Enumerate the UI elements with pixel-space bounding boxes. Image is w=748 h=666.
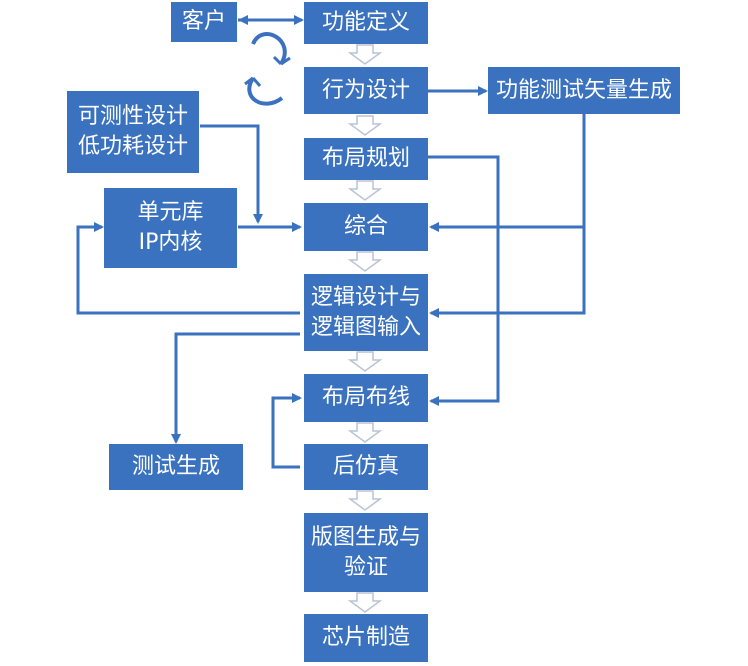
cycle-icon (244, 32, 291, 106)
node-function-definition: 功能定义 (304, 2, 428, 44)
node-logic-design-line1: 逻辑设计与 (310, 284, 421, 310)
node-chip-manufacturing-label: 芯片制造 (321, 625, 410, 650)
flow-arrow (347, 490, 383, 511)
flow-arrow (347, 592, 383, 613)
node-logic-design: 逻辑设计与 逻辑图输入 (304, 274, 428, 351)
arrow-testvec-to-synthesis (429, 112, 586, 232)
node-cell-library-line2: IP内核 (138, 230, 203, 255)
node-func-test-vector: 功能测试矢量生成 (488, 67, 680, 114)
arrow-floorplan-to-placeroute (428, 155, 500, 406)
arrow-testvec-to-logic (429, 227, 586, 318)
flow-arrow (347, 115, 383, 136)
node-testability-line2: 低功耗设计 (77, 134, 188, 159)
node-testability-line1: 可测性设计 (77, 104, 188, 129)
node-place-route: 布局布线 (304, 374, 428, 422)
node-test-generation: 测试生成 (109, 444, 243, 490)
flow-arrow (347, 351, 383, 372)
node-place-route-label: 布局布线 (321, 385, 410, 410)
flow-arrow (347, 180, 383, 201)
node-layout-generation: 版图生成与 验证 (304, 513, 428, 592)
node-cell-library: 单元库 IP内核 (104, 188, 237, 268)
node-customer: 客户 (171, 2, 237, 42)
connector-arrows (76, 15, 586, 469)
arrow-logic-to-testgen (171, 332, 300, 444)
node-testability-design: 可测性设计 低功耗设计 (67, 91, 199, 173)
arrow-logic-to-celllib (76, 222, 300, 315)
flow-arrow (347, 251, 383, 272)
node-logic-design-line2: 逻辑图输入 (310, 314, 421, 340)
node-behavior-design: 行为设计 (304, 67, 428, 114)
node-synthesis-label: 综合 (343, 214, 388, 239)
arrow-testability-to-synthesis (200, 124, 263, 224)
node-behavior-design-label: 行为设计 (321, 77, 410, 103)
node-post-simulation-label: 后仿真 (332, 454, 399, 479)
node-test-generation-label: 测试生成 (131, 454, 220, 479)
node-synthesis: 综合 (304, 203, 428, 251)
node-layout-generation-line2: 验证 (343, 554, 388, 580)
node-cell-library-line1: 单元库 (137, 200, 204, 225)
node-layout-generation-line1: 版图生成与 (310, 524, 421, 550)
flow-arrow (347, 44, 383, 65)
node-customer-label: 客户 (181, 9, 226, 34)
main-flow-arrows (347, 44, 383, 613)
node-floorplan: 布局规划 (304, 138, 428, 180)
node-floorplan-label: 布局规划 (321, 146, 410, 171)
arrow-postsim-to-placeroute (271, 393, 302, 469)
node-function-definition-label: 功能定义 (321, 10, 410, 35)
node-post-simulation: 后仿真 (304, 444, 428, 490)
node-chip-manufacturing: 芯片制造 (304, 614, 428, 662)
flow-arrow (347, 422, 383, 443)
node-func-test-vector-label: 功能测试矢量生成 (495, 77, 672, 103)
